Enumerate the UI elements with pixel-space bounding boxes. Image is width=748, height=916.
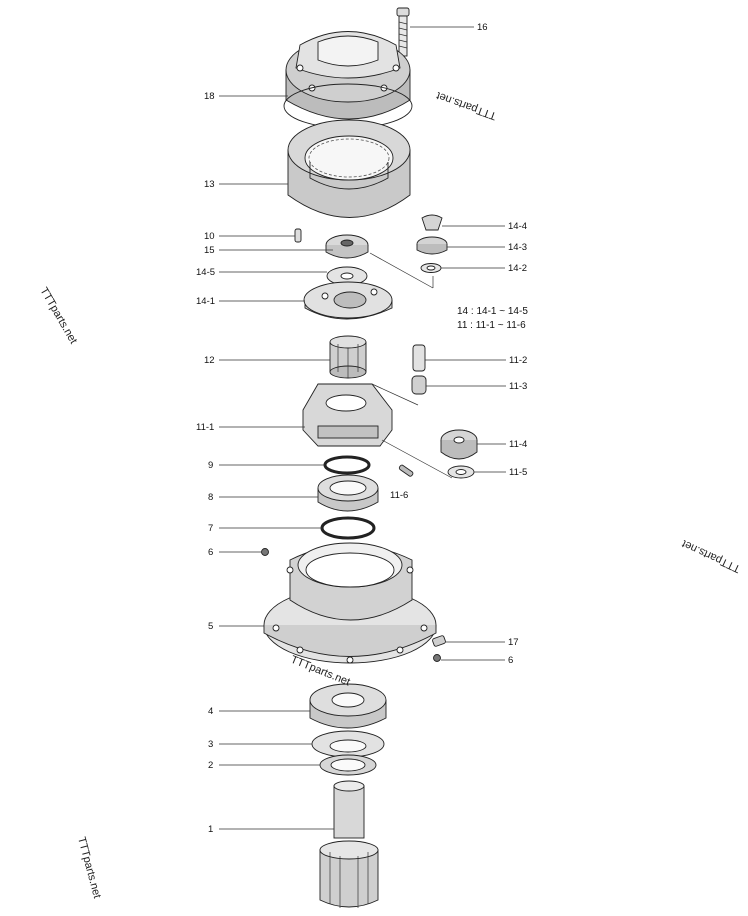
part-6-plug-bottom: [433, 654, 441, 662]
part-8-bearing: [317, 474, 379, 512]
part-3-seal: [311, 730, 385, 758]
part-4-bearing: [309, 683, 387, 729]
part-17-grease-fitting: [432, 635, 446, 647]
callout-11-5: 11-5: [509, 467, 527, 478]
part-11-6-pin: [398, 464, 414, 477]
part-9-snap-ring: [323, 455, 371, 475]
callout-14-2: 14-2: [508, 263, 527, 274]
callout-11-2: 11-2: [509, 355, 527, 366]
part-5-housing: [263, 542, 437, 664]
part-14-3-planet-gear: [416, 236, 448, 255]
callout-5: 5: [208, 621, 213, 632]
callout-4: 4: [208, 706, 213, 717]
callout-14-4: 14-4: [508, 221, 527, 232]
part-12-sun-gear: [329, 335, 367, 379]
callout-17: 17: [508, 637, 519, 648]
callout-8: 8: [208, 492, 213, 503]
watermark-1: TTTparts.net: [435, 89, 498, 122]
callout-14-1: 14-1: [196, 296, 215, 307]
part-6-plug-top: [261, 548, 269, 556]
callout-13: 13: [204, 179, 215, 190]
callout-labels: 16 18 13 10 15 14-5 14-1 14-4 14-3 14-2 …: [196, 22, 527, 835]
part-15-sun-gear: [325, 234, 369, 259]
part-13-ring-gear: [287, 119, 411, 218]
part-10-pin: [294, 228, 302, 243]
part-18-cover: [283, 31, 413, 129]
part-11-1-carrier: [302, 383, 393, 447]
callout-11-6: 11-6: [390, 490, 408, 501]
part-2-ring: [319, 754, 377, 776]
callout-2: 2: [208, 760, 213, 771]
part-11-5-washer: [447, 465, 475, 479]
callout-7: 7: [208, 523, 213, 534]
watermark-5: TTTparts.net: [75, 836, 103, 900]
part-11-2-pin: [412, 344, 426, 372]
callout-3: 3: [208, 739, 213, 750]
part-14-2-washer: [420, 263, 442, 273]
callout-11-3: 11-3: [509, 381, 527, 392]
part-11-3-bush: [411, 375, 427, 395]
part-14-4-pin: [421, 214, 443, 231]
callout-9: 9: [208, 460, 213, 471]
part-14-1-carrier: [303, 281, 393, 320]
watermark-2: TTTparts.net: [37, 286, 79, 347]
part-16-bolt: [396, 7, 410, 57]
callout-10: 10: [204, 231, 215, 242]
callout-14-5: 14-5: [196, 267, 215, 278]
callout-18: 18: [204, 91, 215, 102]
callout-1: 1: [208, 824, 213, 835]
watermark-3: TTTparts.net: [680, 537, 742, 574]
callout-11-1: 11-1: [196, 422, 214, 433]
assembly-notes: 14 : 14-1 ~ 14-5 11 : 11-1 ~ 11-6: [457, 306, 528, 331]
callout-6-bottom: 6: [508, 655, 513, 666]
callout-14-3: 14-3: [508, 242, 527, 253]
callout-16: 16: [477, 22, 488, 33]
callout-12: 12: [204, 355, 215, 366]
note-group-14: 14 : 14-1 ~ 14-5: [457, 306, 528, 317]
note-group-11: 11 : 11-1 ~ 11-6: [457, 320, 526, 331]
callout-11-4: 11-4: [509, 439, 527, 450]
callout-6-top: 6: [208, 547, 213, 558]
part-1-pinion-shaft: [319, 780, 379, 908]
part-11-4-planet-gear: [440, 429, 478, 460]
group-14-bracket: [369, 252, 434, 289]
group-11-bracket: [371, 383, 453, 479]
part-7-seal: [320, 516, 376, 540]
callout-15: 15: [204, 245, 215, 256]
leader-lines: [219, 26, 506, 830]
